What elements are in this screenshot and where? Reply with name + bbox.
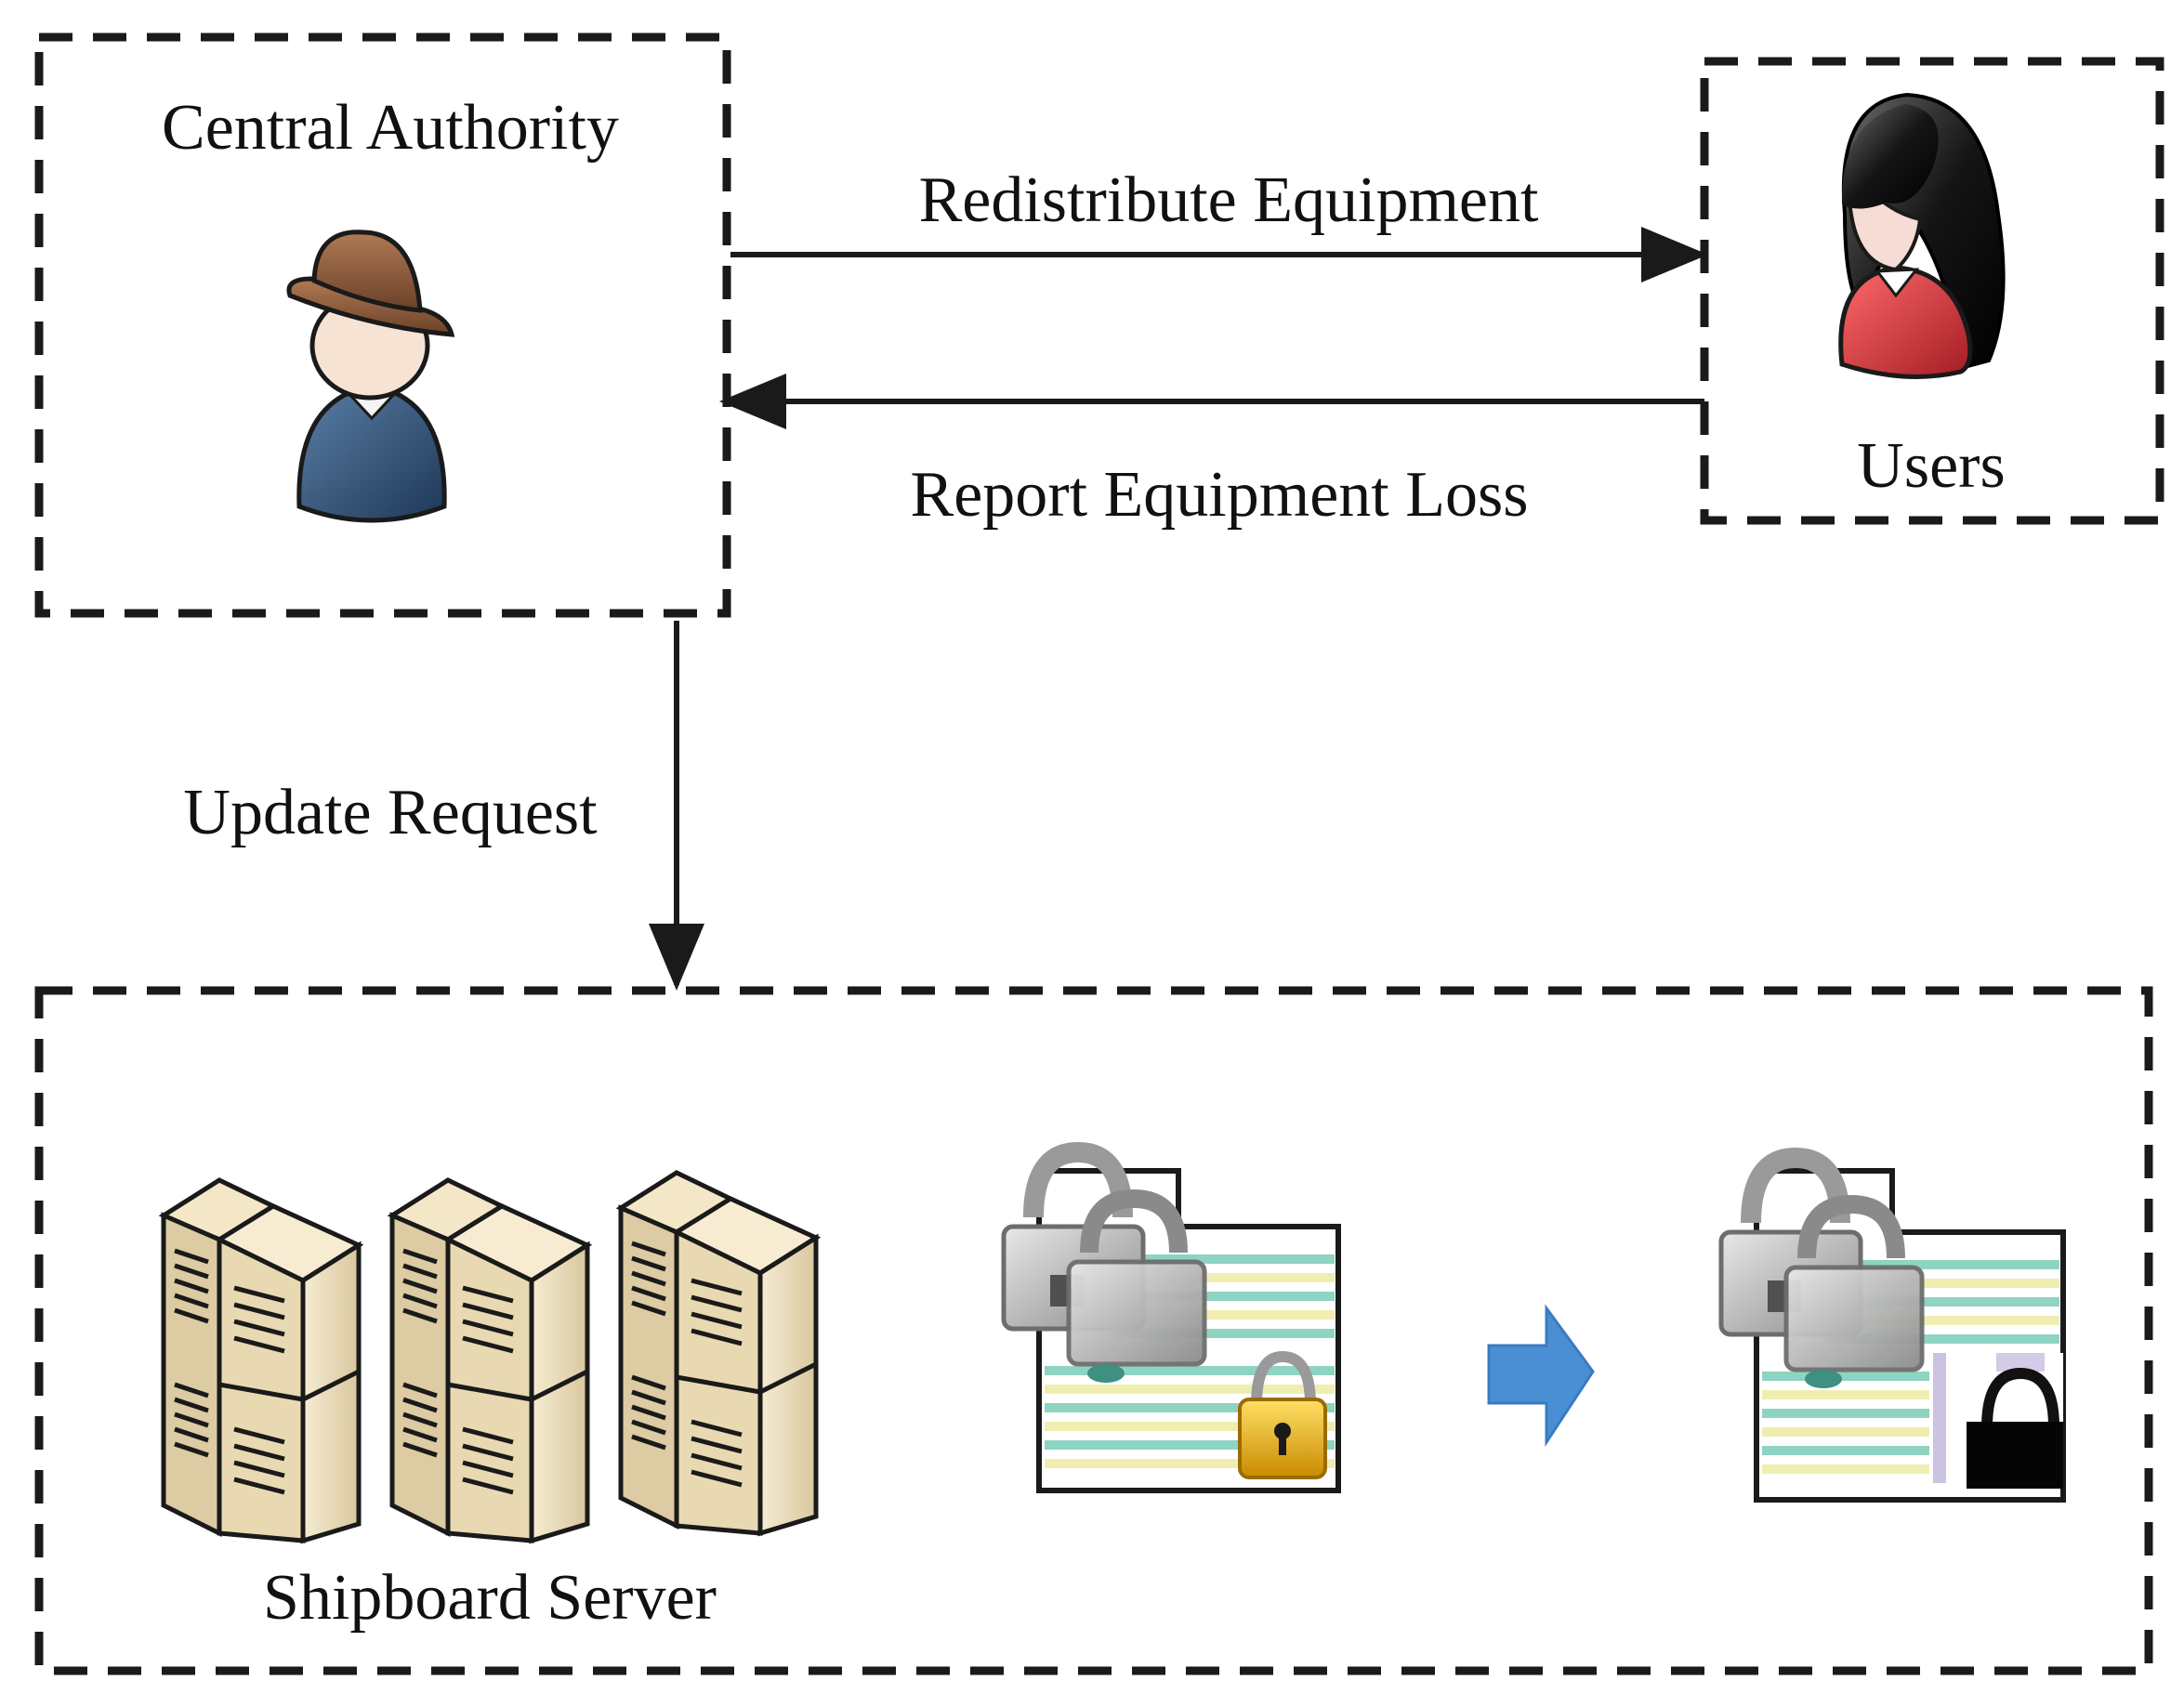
server-rack-icon [158, 1177, 364, 1544]
report-loss-label: Report Equipment Loss [911, 459, 1529, 531]
paper-stripes [1045, 1254, 1335, 1468]
central-authority-box [34, 33, 731, 618]
silver-padlock-icon [1001, 1141, 1207, 1383]
silver-padlock-icon [1718, 1147, 1925, 1388]
users-label: Users [1857, 430, 2005, 502]
encrypted-document-icon [1718, 1147, 2066, 1503]
padlock-icon [1967, 1367, 2063, 1489]
update-request-label: Update Request [183, 777, 598, 848]
users-box [1700, 57, 2164, 525]
padlock-icon [1238, 1350, 1327, 1479]
right-arrow-icon [1487, 1304, 1595, 1448]
woman-user-icon [1838, 92, 2006, 379]
central-authority-label: Central Authority [162, 92, 619, 164]
paper-stripes [1762, 1260, 2059, 1474]
shipboard-server-box [34, 986, 2153, 1675]
server-rack-icon [615, 1170, 822, 1537]
person-hat-icon [286, 230, 455, 523]
shipboard-server-label: Shipboard Server [263, 1562, 717, 1634]
redistribute-label: Redistribute Equipment [919, 164, 1539, 236]
encrypted-document-icon [1001, 1141, 1341, 1493]
server-rack-icon [387, 1177, 593, 1544]
